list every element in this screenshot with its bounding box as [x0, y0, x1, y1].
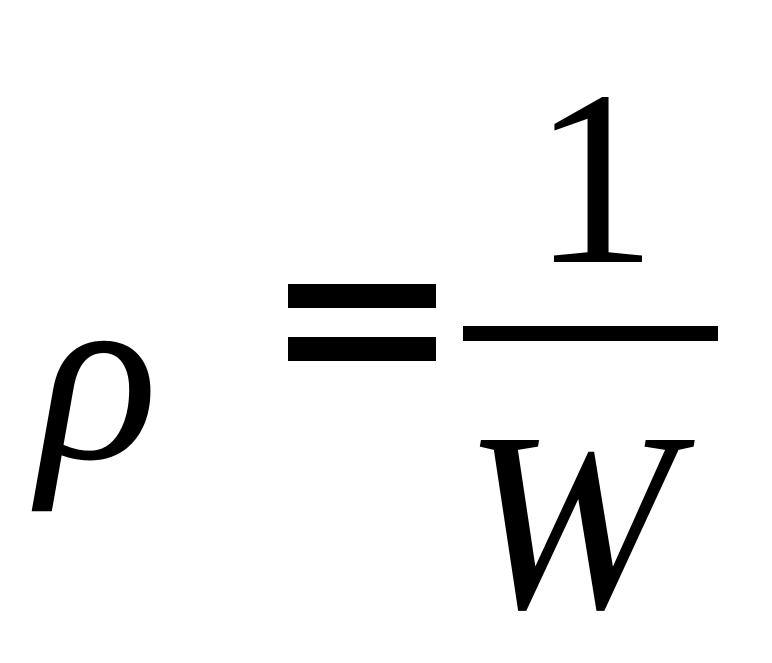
fraction-numerator: 1	[532, 40, 657, 317]
fraction-denominator: W	[463, 381, 676, 663]
equals-top-stroke	[288, 284, 436, 308]
fraction-bar	[463, 326, 718, 341]
equals-bottom-stroke	[288, 337, 436, 361]
formula: ρ 1 W	[38, 40, 718, 663]
rho-symbol: ρ	[38, 236, 158, 513]
